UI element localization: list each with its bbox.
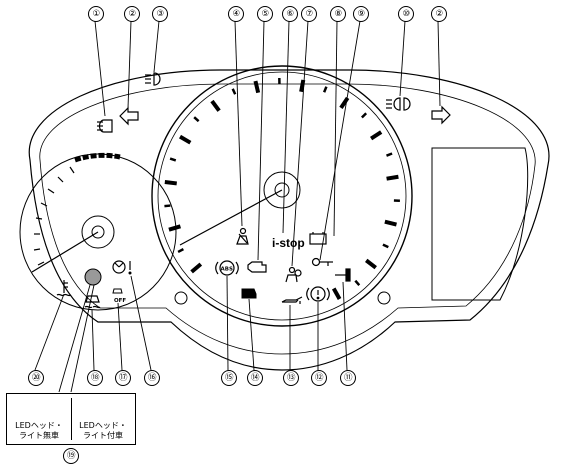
left-gauge-needle xyxy=(31,231,99,273)
bolt-left xyxy=(174,291,188,305)
speedometer-tick xyxy=(354,279,361,287)
callout-3: ③ xyxy=(152,6,168,22)
callout-4: ④ xyxy=(228,6,244,22)
left-gauge-hub xyxy=(81,215,115,249)
speedometer-tick xyxy=(210,99,221,112)
speedometer-tick xyxy=(370,130,383,141)
leader-lines xyxy=(34,20,441,393)
speedometer-needle xyxy=(179,189,283,246)
callout-11: ⑪ xyxy=(340,370,356,386)
speedometer-tick xyxy=(322,86,328,93)
left-gauge-ticks xyxy=(33,166,75,266)
speedometer-tick xyxy=(364,258,377,270)
speedometer-tick xyxy=(361,112,368,119)
front-fog-icon xyxy=(97,119,113,133)
legend-right-caption-2: ライト付車 xyxy=(83,431,123,440)
legend-left-caption-1: LEDヘッド・ xyxy=(15,421,63,430)
speedometer-tick xyxy=(382,243,389,249)
immobilizer-icon xyxy=(335,268,351,282)
key-icon xyxy=(311,257,333,267)
steering-warning-icon xyxy=(112,260,132,275)
legend-box: LEDヘッド・ ライト無車 LEDヘッド・ ライト付車 xyxy=(6,393,136,445)
callout-17: ⑰ xyxy=(115,370,131,386)
seatbelt-icon xyxy=(236,227,249,245)
speedometer-tick xyxy=(231,88,237,95)
callout-7: ⑦ xyxy=(301,6,317,22)
brake-warning-icon xyxy=(306,286,330,302)
high-beam-icon xyxy=(145,72,161,86)
bolt-right xyxy=(377,291,391,305)
speedometer-tick xyxy=(190,262,203,274)
speedometer-bezel-inner xyxy=(157,71,407,321)
callout-15: ⑮ xyxy=(221,370,237,386)
callout-1: ① xyxy=(88,6,104,22)
callout-5: ⑤ xyxy=(257,6,273,22)
speedometer-hub xyxy=(263,171,301,209)
speedometer-tick xyxy=(384,219,397,227)
oil-pressure-icon xyxy=(281,296,303,304)
callout-9: ⑨ xyxy=(353,6,369,22)
callout-6: ⑥ xyxy=(282,6,298,22)
speedometer-tick xyxy=(331,287,342,300)
cluster-inner-outline xyxy=(39,83,536,355)
speedometer-ticks xyxy=(164,78,400,300)
callout-18: ⑱ xyxy=(87,370,103,386)
left-gauge-red-zone xyxy=(74,152,121,163)
speedometer-tick xyxy=(386,152,393,157)
speedometer-tick xyxy=(164,204,171,208)
coolant-lamp-bulb xyxy=(84,268,102,286)
callout-2-left: ② xyxy=(124,6,140,22)
speedometer-tick xyxy=(253,80,261,94)
legend-right-caption-1: LEDヘッド・ xyxy=(79,421,127,430)
speedometer-tick xyxy=(169,157,177,162)
callout-13: ⑬ xyxy=(283,370,299,386)
speedometer-tick xyxy=(164,180,177,186)
speedometer-tick xyxy=(386,174,399,181)
callout-19: ⑲ xyxy=(63,448,79,464)
low-beam-icon xyxy=(386,97,411,111)
istop-indicator: i-stop xyxy=(272,236,305,250)
speedometer-tick xyxy=(299,79,306,93)
left-gauge-hub-inner xyxy=(91,225,105,239)
callout-2-right: ② xyxy=(431,6,447,22)
abs-icon xyxy=(215,260,239,276)
callout-20: ⑳ xyxy=(28,370,44,386)
legend-left-caption-2: ライト無車 xyxy=(19,431,59,440)
abs-label: ABS xyxy=(221,267,233,273)
speedometer-tick xyxy=(193,116,200,123)
speedometer-tick xyxy=(177,247,184,254)
battery-icon xyxy=(309,232,327,245)
door-ajar-icon xyxy=(241,288,257,299)
speedometer-tick xyxy=(179,134,192,145)
callout-14: ⑭ xyxy=(247,370,263,386)
speedometer-bezel xyxy=(151,65,413,327)
speedometer-hub-inner xyxy=(274,182,290,198)
callout-10: ⑩ xyxy=(398,6,414,22)
callout-16: ⑯ xyxy=(144,370,160,386)
callout-12: ⑫ xyxy=(311,370,327,386)
right-display-panel xyxy=(431,147,529,301)
turn-left-arrow-icon xyxy=(119,106,139,126)
dsc-off-label: OFF xyxy=(114,298,126,304)
cluster-outline xyxy=(28,69,550,371)
left-gauge-dial xyxy=(19,153,177,311)
airbag-icon xyxy=(285,266,302,283)
dsc-icon xyxy=(84,295,101,309)
check-engine-icon xyxy=(247,261,267,273)
speedometer-tick xyxy=(168,224,181,232)
dsc-off-icon xyxy=(112,288,123,294)
legend-divider xyxy=(71,398,72,440)
turn-right-arrow-icon xyxy=(431,105,451,125)
callout-8: ⑧ xyxy=(330,6,346,22)
